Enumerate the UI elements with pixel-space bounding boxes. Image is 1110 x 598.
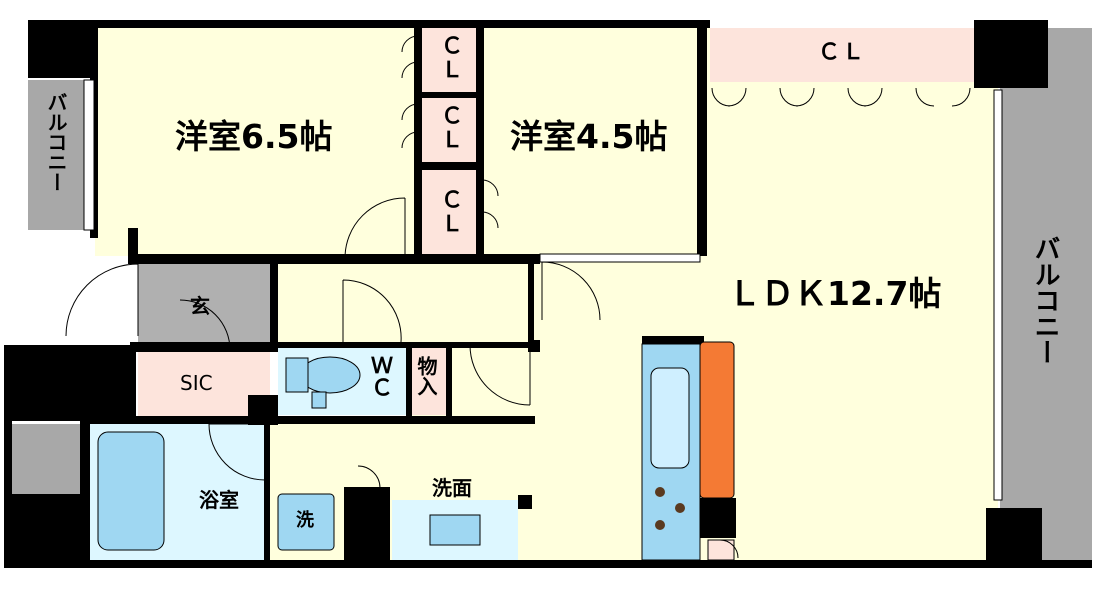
windows (83, 79, 1003, 501)
label-wc: ＷＣ (367, 354, 392, 398)
balcony-right (1000, 28, 1092, 568)
fixtures (97, 356, 481, 551)
label-storage-small: 物 (360, 495, 377, 514)
walls (4, 20, 1092, 568)
label-ldk: ＬＤＫ12.7帖 (728, 274, 942, 313)
label-western-room-2: 洋室4.5帖 (510, 117, 668, 156)
label-bathroom: 浴室 (199, 488, 239, 512)
storage-wc (410, 345, 446, 415)
western-room-1 (95, 28, 417, 256)
bathtub (97, 431, 165, 551)
door-swings (65, 197, 739, 559)
closet-3 (422, 170, 478, 254)
kitchen-back-counter (699, 341, 735, 499)
entrance-floor (138, 262, 272, 347)
label-closet-ldk: ＣＬ (818, 40, 867, 65)
label-closet-3: ＣＬ (437, 188, 462, 236)
label-storage-wc: 物入 (414, 356, 438, 396)
washer-pan (277, 493, 335, 551)
hallway (272, 262, 534, 342)
closet-1 (422, 28, 478, 93)
balcony-left (28, 80, 88, 230)
room-fills (12, 28, 1092, 568)
balcony-lower-left (12, 424, 80, 494)
label-entrance: 玄 (190, 294, 210, 318)
kitchen-sink (650, 367, 690, 469)
label-washer: 洗 (296, 510, 314, 531)
wash-basin (429, 514, 481, 546)
label-sic: SIC (180, 371, 213, 395)
label-balcony-right: バルコニー (1030, 235, 1060, 365)
label-western-room-1: 洋室6.5帖 (175, 117, 333, 156)
ldk-room (700, 28, 998, 560)
kitchen (641, 341, 735, 561)
label-closet-2: ＣＬ (437, 104, 462, 152)
closet-ldk (710, 28, 974, 82)
western-room-2 (480, 28, 700, 256)
label-washroom: 洗面 (432, 476, 472, 500)
label-closet-1: ＣＬ (437, 34, 462, 82)
closet-2 (422, 97, 478, 162)
label-balcony-left: バルコニー (44, 92, 68, 192)
closet-doors (401, 35, 971, 229)
toilet (299, 356, 361, 394)
